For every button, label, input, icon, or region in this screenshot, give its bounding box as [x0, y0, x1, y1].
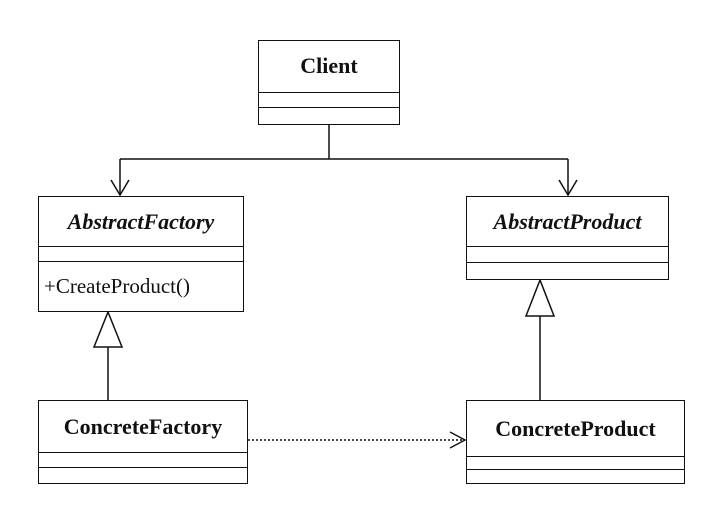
client-operations-section [259, 108, 399, 124]
abstract-factory-operation: +CreateProduct() [44, 274, 190, 298]
concrete-factory-operations-section [39, 468, 247, 483]
factory-generalization-triangle [92, 309, 124, 348]
abstract-product-operations-section [467, 263, 668, 279]
concrete-factory-class-box: ConcreteFactory [38, 400, 248, 484]
create-dependency-connector [248, 431, 467, 449]
product-generalization-connector [524, 277, 556, 400]
concrete-product-operations-section [467, 470, 684, 483]
factory-generalization-connector [92, 309, 124, 400]
abstract-factory-class-box: AbstractFactory +CreateProduct() [38, 196, 244, 312]
client-class-box: Client [258, 40, 400, 125]
abstract-factory-class-name: AbstractFactory [39, 197, 243, 247]
concrete-product-class-name: ConcreteProduct [467, 401, 684, 457]
abstract-factory-attributes-section [39, 247, 243, 262]
abstract-product-attributes-section [467, 247, 668, 263]
concrete-product-attributes-section [467, 457, 684, 470]
abstract-product-class-box: AbstractProduct [466, 196, 669, 280]
concrete-product-class-box: ConcreteProduct [466, 400, 685, 484]
concrete-factory-class-name: ConcreteFactory [39, 401, 247, 453]
arrowhead-to-abstract-product [558, 179, 578, 197]
concrete-factory-attributes-section [39, 453, 247, 468]
client-association-connector [110, 125, 578, 197]
product-generalization-triangle [524, 277, 556, 317]
client-attributes-section [259, 93, 399, 109]
dependency-arrowhead [449, 431, 467, 449]
abstract-product-class-name: AbstractProduct [467, 197, 668, 247]
arrowhead-to-abstract-factory [110, 179, 130, 197]
client-class-name: Client [259, 41, 399, 93]
